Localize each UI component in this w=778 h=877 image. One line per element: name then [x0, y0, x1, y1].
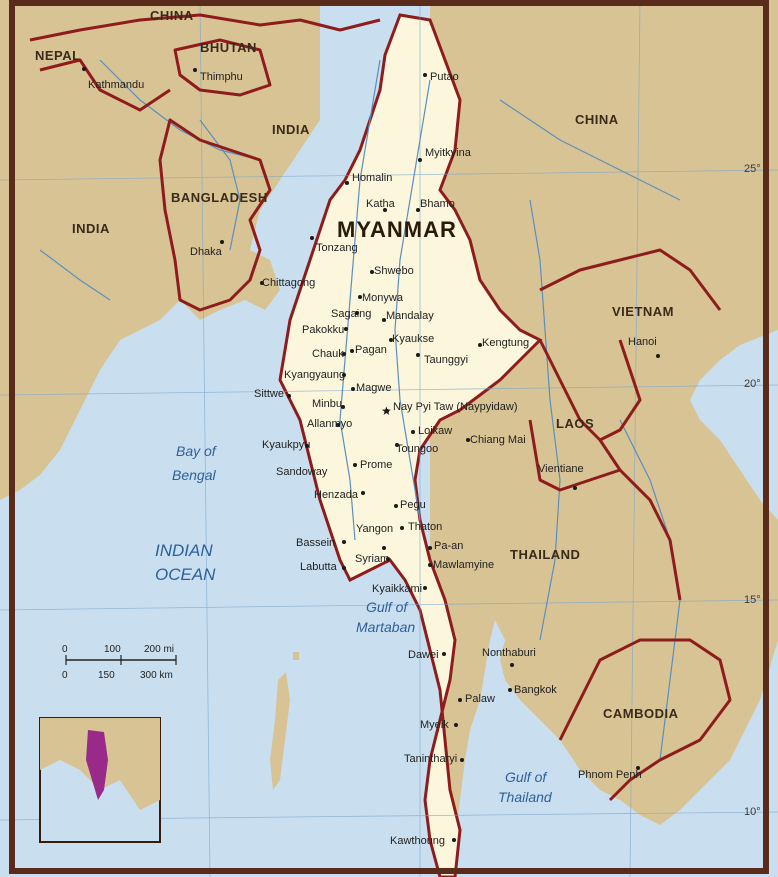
city-kyangyaung: Kyangyaung — [284, 369, 345, 381]
andaman-islands — [270, 672, 290, 790]
city-henzada: Henzada — [314, 489, 359, 501]
city-toungoo: Toungoo — [396, 443, 438, 455]
label-gulf-of-martaban-2: Martaban — [356, 619, 415, 635]
city-kyaukse: Kyaukse — [392, 333, 434, 345]
city-sittwe: Sittwe — [254, 388, 284, 400]
label-gulf-of-thailand-2: Thailand — [498, 789, 553, 805]
city-labels: Kathmandu Thimphu Putao Myitkyina Homali… — [88, 71, 657, 847]
lat-15: 15° — [744, 594, 761, 606]
city-yangon: Yangon — [356, 523, 393, 535]
city-chittagong: Chittagong — [262, 277, 315, 289]
city-myeik: Myeik — [420, 719, 449, 731]
scale-mi-200: 200 mi — [144, 644, 174, 655]
label-laos: LAOS — [556, 416, 594, 431]
label-bhutan: BHUTAN — [200, 40, 257, 55]
city-dawei: Dawei — [408, 649, 439, 661]
city-taunggyi: Taunggyi — [424, 354, 468, 366]
city-naypyitaw: Nay Pyi Taw (Naypyidaw) — [393, 401, 518, 413]
label-nepal: NEPAL — [35, 48, 81, 63]
city-vientiane: Vientiane — [538, 463, 584, 475]
city-kyaukpyu: Kyaukpyu — [262, 439, 310, 451]
city-syriam: Syriam — [355, 553, 389, 565]
scale-mi-100: 100 — [104, 644, 121, 655]
lat-20: 20° — [744, 378, 761, 390]
city-bhamo: Bhamo — [420, 198, 455, 210]
city-kathmandu: Kathmandu — [88, 79, 144, 91]
rivers — [39, 59, 681, 761]
label-thailand: THAILAND — [510, 547, 580, 562]
city-katha: Katha — [366, 198, 396, 210]
city-nonthaburi: Nonthaburi — [482, 647, 536, 659]
label-gulf-of-thailand-1: Gulf of — [505, 769, 548, 785]
city-dhaka: Dhaka — [190, 246, 223, 258]
label-china: CHINA — [575, 112, 619, 127]
city-prome: Prome — [360, 459, 392, 471]
locator-myanmar-highlight — [86, 730, 108, 800]
city-myitkyina: Myitkyina — [425, 147, 472, 159]
city-dots — [82, 67, 660, 842]
city-putao: Putao — [430, 71, 459, 83]
city-mawlamyine: Mawlamyine — [433, 559, 494, 571]
city-bangkok: Bangkok — [514, 684, 557, 696]
label-bangladesh: BANGLADESH — [171, 190, 268, 205]
scale-mi-0: 0 — [62, 644, 68, 655]
lat-25: 25° — [744, 163, 761, 175]
city-sandoway: Sandoway — [276, 466, 328, 478]
city-minbu: Minbu — [312, 398, 342, 410]
city-hanoi: Hanoi — [628, 336, 657, 348]
scale-bar: 0 100 200 mi 0 150 300 km — [62, 644, 177, 681]
city-chiangmai: Chiang Mai — [470, 434, 526, 446]
label-vietnam: VIETNAM — [612, 304, 674, 319]
city-chauk: Chauk — [312, 348, 344, 360]
city-kengtung: Kengtung — [482, 337, 529, 349]
island-small — [293, 652, 299, 660]
city-sagaing: Sagaing — [331, 308, 371, 320]
land-myanmar — [278, 13, 543, 877]
borders — [29, 13, 732, 802]
city-homalin: Homalin — [352, 172, 392, 184]
label-cambodia: CAMBODIA — [603, 706, 679, 721]
scale-km-0: 0 — [62, 670, 68, 681]
locator-inset — [39, 717, 161, 843]
city-thaton: Thaton — [408, 521, 442, 533]
city-tanintharyi: Tanintharyi — [404, 753, 457, 765]
label-bengal: Bengal — [172, 467, 216, 483]
label-indian: INDIAN — [155, 541, 213, 560]
label-china-top: CHINA — [150, 8, 194, 23]
land-india-west — [0, 0, 320, 500]
city-paan: Pa-an — [434, 540, 463, 552]
city-pagan: Pagan — [355, 344, 387, 356]
city-labutta: Labutta — [300, 561, 338, 573]
scale-km-300: 300 km — [140, 670, 173, 681]
city-pegu: Pegu — [400, 499, 426, 511]
city-shwebo: Shwebo — [374, 265, 414, 277]
city-thimphu: Thimphu — [200, 71, 243, 83]
city-tonzang: Tonzang — [316, 242, 358, 254]
label-bay-of: Bay of — [176, 443, 218, 459]
city-pakokku: Pakokku — [302, 324, 344, 336]
city-magwe: Magwe — [356, 382, 391, 394]
city-bassein: Bassein — [296, 537, 335, 549]
label-india-north: INDIA — [272, 122, 310, 137]
city-palaw: Palaw — [465, 693, 495, 705]
capital-star-icon: ★ — [381, 404, 392, 418]
scale-km-150: 150 — [98, 670, 115, 681]
city-kyaikkami: Kyaikkami — [372, 583, 422, 595]
city-mandalay: Mandalay — [386, 310, 434, 322]
lat-10: 10° — [744, 806, 761, 818]
label-gulf-of-martaban-1: Gulf of — [366, 599, 409, 615]
city-kawthoung: Kawthoung — [390, 835, 445, 847]
label-ocean: OCEAN — [155, 565, 216, 584]
city-allanmyo: Allanmyo — [307, 418, 352, 430]
city-loikaw: Loikaw — [418, 425, 452, 437]
city-phnompenh: Phnom Penh — [578, 769, 642, 781]
city-monywa: Monywa — [362, 292, 404, 304]
label-india-west: INDIA — [72, 221, 110, 236]
label-myanmar: MYANMAR — [337, 217, 457, 242]
map-border — [9, 0, 769, 874]
